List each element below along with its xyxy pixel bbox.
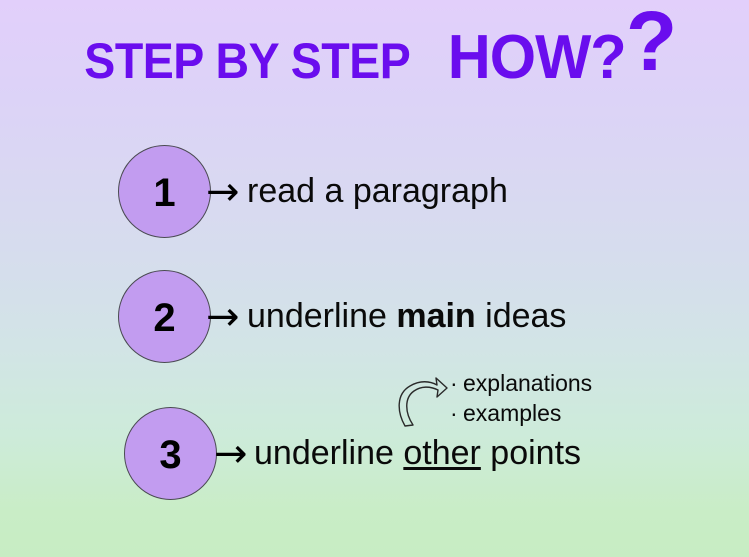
step-3-subnote: ·explanations ·examples	[396, 368, 696, 430]
bullet-dot-icon: ·	[450, 400, 458, 426]
title-step-by-step: STEP BY STEP	[84, 33, 411, 89]
step-1-arrow-icon: →	[206, 169, 240, 215]
step-3-text-part: points	[480, 434, 582, 472]
step-1-text-part: read a paragraph	[247, 172, 508, 210]
step-1-text: read a paragraph	[247, 174, 508, 208]
step-2-number: 2	[153, 295, 176, 340]
curved-arrow-icon	[398, 377, 448, 427]
step-3-circle: 3	[124, 407, 217, 500]
step-3-arrow-icon: →	[214, 431, 248, 477]
step-2-arrow-icon: →	[206, 294, 240, 340]
list-item: ·examples	[450, 398, 592, 428]
bullet-dot-icon: ·	[450, 370, 458, 396]
step-2-text-part: underline	[247, 297, 397, 335]
list-item-label: examples	[463, 400, 562, 426]
step-2-text-part: ideas	[475, 297, 567, 335]
list-item: ·explanations	[450, 368, 592, 398]
slide-title: STEP BY STEP HOW? ?	[84, 0, 678, 92]
step-3-text-underlined: other	[403, 434, 481, 472]
step-3-text-part: underline	[254, 434, 404, 472]
subnote-bullet-list: ·explanations ·examples	[450, 368, 592, 428]
step-1-number: 1	[153, 170, 176, 215]
step-2-circle: 2	[118, 270, 211, 363]
step-2-text-emphasis: main	[396, 297, 476, 335]
step-1-circle: 1	[118, 145, 211, 238]
step-3-text: underline other points	[254, 436, 581, 470]
list-item-label: explanations	[463, 370, 593, 396]
step-2-text: underline main ideas	[247, 299, 566, 333]
title-how: HOW?	[448, 23, 627, 92]
step-3-number: 3	[159, 432, 182, 477]
